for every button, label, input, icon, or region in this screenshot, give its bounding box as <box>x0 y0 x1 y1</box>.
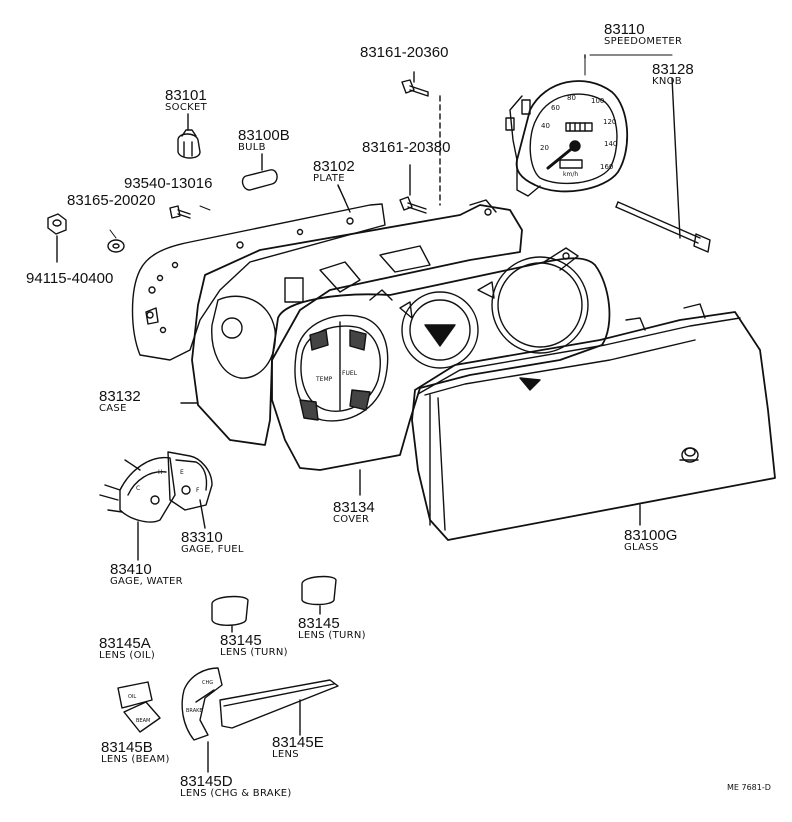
lens-turn-right-name: LENS (TURN) <box>298 630 366 641</box>
washer-20020-label: 83165-20020 <box>67 192 156 209</box>
speed-140-mark: 140 <box>604 140 617 148</box>
glass-name: GLASS <box>624 542 659 553</box>
lens-turn-left-drawing <box>211 595 249 633</box>
oil-mark: OIL <box>128 694 136 700</box>
screw-13016-label: 93540-13016 <box>124 175 213 192</box>
brake-mark: BRAKE <box>186 708 203 714</box>
cover-label: 83134 COVER <box>333 500 375 525</box>
lens-turn-left-name: LENS (TURN) <box>220 647 288 658</box>
socket-drawing <box>177 113 201 159</box>
beam-mark: BEAM <box>136 718 150 724</box>
plate-number: 83102 <box>313 158 355 175</box>
nut-40400-drawing <box>47 213 67 263</box>
lens-e-label: 83145E LENS <box>272 735 324 760</box>
socket-label: 83101 SOCKET <box>165 88 207 113</box>
speed-60-mark: 60 <box>551 104 560 112</box>
knob-label: 83128 KNOB <box>652 62 694 87</box>
nut-40400-label: 94115-40400 <box>26 270 114 287</box>
drawing-reference: ME 7681-D <box>727 783 771 792</box>
bulb-number: 83100B <box>238 127 290 144</box>
washer-20020-drawing <box>107 239 125 253</box>
cover-drawing: TEMP FUEL <box>271 247 611 496</box>
speed-unit: km/h <box>563 171 578 178</box>
lens-e-drawing <box>219 679 339 736</box>
lens-oil-number: 83145A <box>99 635 151 652</box>
lens-turn-left-number: 83145 <box>220 632 262 649</box>
glass-label: 83100G GLASS <box>624 528 677 553</box>
lens-beam-number: 83145B <box>101 739 153 756</box>
lens-turn-right-label: 83145 LENS (TURN) <box>298 616 366 641</box>
lens-oil-name: LENS (OIL) <box>99 650 156 661</box>
lens-oil-drawing: OIL <box>117 681 153 709</box>
lens-e-number: 83145E <box>272 734 324 751</box>
case-name: CASE <box>99 403 127 414</box>
gauge-f-mark: F <box>196 487 200 494</box>
lens-turn-right-number: 83145 <box>298 615 340 632</box>
bulb-drawing <box>241 153 278 191</box>
bulb-name: BULB <box>238 142 266 153</box>
case-label: 83132 CASE <box>99 389 141 414</box>
speed-120-mark: 120 <box>603 118 616 126</box>
cover-number: 83134 <box>333 499 375 516</box>
speed-20-mark: 20 <box>540 144 549 152</box>
speed-100-mark: 100 <box>591 97 604 105</box>
fuel-label-mark: FUEL <box>342 370 358 377</box>
leader-lines <box>109 54 673 239</box>
plate-label: 83102 PLATE <box>313 159 355 184</box>
bulb-label: 83100B BULB <box>238 128 290 153</box>
gage-water-label: 83410 GAGE, WATER <box>110 562 183 587</box>
screw-20360-drawing <box>401 71 441 206</box>
lens-turn-right-drawing <box>301 575 337 615</box>
screw-13016-drawing <box>169 205 191 219</box>
lens-beam-name: LENS (BEAM) <box>101 754 170 765</box>
lens-beam-drawing: BEAM <box>123 701 161 733</box>
lens-turn-left-label: 83145 LENS (TURN) <box>220 633 288 658</box>
chg-mark: CHG <box>202 680 213 686</box>
lens-e-name: LENS <box>272 749 299 760</box>
lens-oil-label: 83145A LENS (OIL) <box>99 636 155 661</box>
cover-name: COVER <box>333 514 370 525</box>
knob-number: 83128 <box>652 61 694 78</box>
glass-drawing <box>411 303 776 541</box>
lens-chg-brake-name: LENS (CHG & BRAKE) <box>180 788 292 799</box>
speed-40-mark: 40 <box>541 122 550 130</box>
gage-fuel-label: 83310 GAGE, FUEL <box>181 530 244 555</box>
speedometer-drawing: 20 40 60 80 100 120 140 160 km/h <box>505 54 629 197</box>
speedometer-label: 83110 SPEEDOMETER <box>604 22 682 47</box>
plate-name: PLATE <box>313 173 345 184</box>
lens-chg-brake-label: 83145D LENS (CHG & BRAKE) <box>180 774 292 799</box>
knob-drawing <box>615 77 711 253</box>
gauge-c-mark: C <box>136 485 140 492</box>
case-number: 83132 <box>99 388 141 405</box>
gage-fuel-name: GAGE, FUEL <box>181 544 244 555</box>
temp-label-mark: TEMP <box>315 376 333 383</box>
gauge-h-mark: H <box>158 469 163 476</box>
speedometer-name: SPEEDOMETER <box>604 36 683 47</box>
lens-beam-label: 83145B LENS (BEAM) <box>101 740 170 765</box>
screw-20380-label: 83161-20380 <box>362 139 451 156</box>
gage-fuel-number: 83310 <box>181 529 223 546</box>
socket-name: SOCKET <box>165 102 207 113</box>
gage-fuel-drawing: E F <box>167 451 213 529</box>
knob-name: KNOB <box>652 76 682 87</box>
gage-water-name: GAGE, WATER <box>110 576 183 587</box>
gauge-e-mark: E <box>180 469 184 476</box>
speed-80-mark: 80 <box>567 94 576 102</box>
lens-chg-brake-drawing: CHG BRAKE <box>181 667 223 773</box>
speed-160-mark: 160 <box>600 163 613 171</box>
gage-water-number: 83410 <box>110 561 152 578</box>
screw-20380-drawing <box>399 164 427 214</box>
speedometer-number: 83110 <box>604 21 645 38</box>
lens-chg-brake-number: 83145D <box>180 773 233 790</box>
screw-20360-label: 83161-20360 <box>360 44 449 61</box>
socket-number: 83101 <box>165 87 207 104</box>
glass-number: 83100G <box>624 527 678 544</box>
gage-water-drawing: C H <box>99 456 176 561</box>
